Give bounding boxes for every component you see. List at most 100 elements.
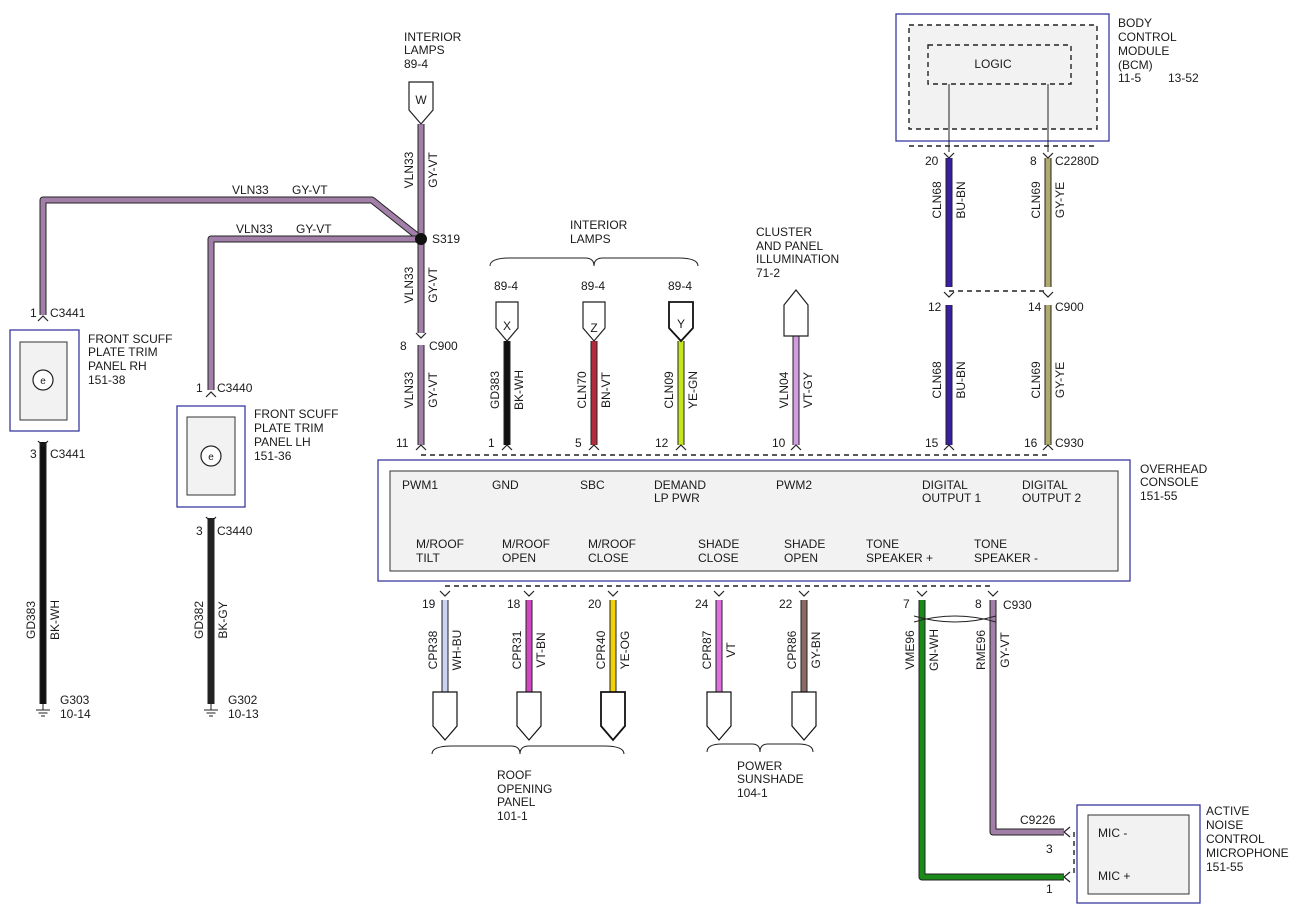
cluster-line2: AND PANEL	[756, 239, 823, 253]
cluster-line3: ILLUMINATION	[756, 252, 839, 266]
front-scuff-lh: e FRONT SCUFF PLATE TRIM PANEL LH 151-36…	[176, 381, 338, 538]
pin-15-arrow	[943, 444, 955, 451]
console-top-pin-4: 10	[772, 436, 786, 450]
bcm-inner-dashed	[908, 24, 1098, 130]
lamp-connector-z	[582, 301, 606, 342]
scuff-rh-line3: PANEL RH	[88, 359, 147, 373]
lamp-letter-x: X	[503, 319, 511, 333]
pin-14-right: 14	[1028, 300, 1042, 314]
scuff-rh-pin-bottom: 3	[30, 447, 37, 461]
c900-right-arrow-2	[1042, 291, 1054, 298]
wire-cln68-top-color: BU-BN	[954, 181, 968, 218]
connector-c930-bottom: C930	[1003, 598, 1032, 612]
wire-h1-color: GY-VT	[292, 183, 328, 197]
wire-h1-circuit: VLN33	[232, 183, 269, 197]
wire-rme96-circuit: RME96	[974, 630, 988, 670]
overhead-ref: 151-55	[1140, 489, 1178, 503]
console-bottom-pin-5: 7	[903, 597, 910, 611]
scuff-rh-lamp-icon	[32, 369, 54, 391]
scuff-rh-line1: FRONT SCUFF	[88, 332, 172, 346]
console-bottom-label-5-a: TONE	[866, 537, 899, 551]
bcm-line4: (BCM)	[1118, 58, 1153, 72]
connector-c900-right: C900	[1055, 300, 1084, 314]
wire-h2-circuit: VLN33	[236, 222, 273, 236]
console-bottom-pin-1: 18	[507, 597, 521, 611]
scuff-lh-top-arrow	[205, 391, 217, 398]
ground-g303: G303 10-14	[35, 693, 91, 721]
wire-cln69-low-color: GY-YE	[1053, 362, 1067, 398]
interior-lamps-top-line2: LAMPS	[404, 43, 445, 57]
anc-mic-plus: MIC +	[1098, 869, 1130, 883]
wire-cln69-low-circuit: CLN69	[1029, 361, 1043, 399]
anc-minus-arrow	[1063, 826, 1071, 838]
wire-vln33-mid-color: GY-VT	[426, 267, 440, 303]
bcm-ref2: 13-52	[1168, 71, 1199, 85]
sunshade-brace	[706, 743, 814, 753]
bcm-line3: MODULE	[1118, 44, 1169, 58]
scuff-rh-conn-bottom: C3441	[50, 447, 86, 461]
pin-8-bottom-arrow	[987, 590, 999, 597]
wire-vln33-top-color: GY-VT	[426, 152, 440, 188]
console-top-label-4-a: PWM2	[776, 478, 812, 492]
console-top-pin-6: 16	[1024, 436, 1038, 450]
scuff-lh-conn-bottom: C3440	[217, 524, 253, 538]
anc-line3: CONTROL	[1206, 832, 1265, 846]
anc-line2: NOISE	[1206, 818, 1243, 832]
console-bottom-label-2-b: CLOSE	[588, 551, 629, 565]
anc-line4: MICROPHONE	[1206, 846, 1289, 860]
bcm-ref1: 11-5	[1118, 71, 1141, 85]
anc-plus-arrow	[1063, 871, 1071, 883]
scuff-lh-outline	[176, 405, 246, 508]
bcm-logic-box	[927, 44, 1072, 85]
wire-gd383-left-circuit: GD383	[24, 601, 38, 639]
sunshade-ref: 104-1	[737, 786, 768, 800]
wire-cpr31-circuit: CPR31	[510, 630, 524, 669]
console-bottom-label-4-b: OPEN	[784, 551, 818, 565]
scuff-lh-line2: PLATE TRIM	[254, 421, 324, 435]
pin-16-arrow	[1042, 444, 1054, 451]
scuff-lh-lamp-icon	[200, 445, 222, 467]
console-bottom-label-0-a: M/ROOF	[416, 537, 464, 551]
scuff-lh-bottom-arrow	[205, 516, 217, 523]
c900-right-arrow-1	[943, 291, 955, 298]
twisted-pair-mark-2	[913, 615, 997, 623]
wire-cln69-top-color: GY-YE	[1053, 182, 1067, 218]
pin-12-right: 12	[928, 300, 942, 314]
wire-gd383-mid-color: BK-WH	[512, 370, 526, 410]
wire-cpr38-circuit: CPR38	[426, 630, 440, 669]
connector-c2280d: C2280D	[1055, 154, 1099, 168]
connector-c930-top: C930	[1055, 436, 1084, 450]
roof-line2: OPENING	[497, 782, 552, 796]
wire-vln33-top-circuit: VLN33	[402, 151, 416, 188]
lamp-connector-x	[495, 301, 519, 342]
wire-cpr87-circuit: CPR87	[700, 630, 714, 669]
splice-label: S319	[432, 232, 460, 246]
ground-g303-name: G303	[60, 693, 90, 707]
console-bottom-pin-4: 22	[779, 597, 793, 611]
interior-lamps-mid-line1: INTERIOR	[570, 218, 628, 232]
console-bottom-label-3-b: CLOSE	[698, 551, 739, 565]
wire-vme96	[918, 600, 1064, 881]
wire-vln33-low-color: GY-VT	[426, 372, 440, 408]
overhead-line2: CONSOLE	[1140, 475, 1199, 489]
front-scuff-rh: e FRONT SCUFF PLATE TRIM PANEL RH 151-38…	[9, 306, 172, 461]
wire-gd382-color: BK-GY	[216, 601, 230, 638]
console-bottom-pin-3: 24	[695, 597, 709, 611]
console-bottom-label-5-b: SPEAKER +	[866, 551, 933, 565]
console-top-pin-0: 11	[396, 436, 409, 450]
scuff-lh-line1: FRONT SCUFF	[254, 407, 338, 421]
anc-outline	[1076, 804, 1201, 904]
console-top-label-0-a: PWM1	[402, 478, 438, 492]
scuff-lh-conn-top: C3440	[217, 381, 253, 395]
console-bottom-label-3-a: SHADE	[698, 537, 739, 551]
wire-vln04-color: VT-GY	[801, 372, 815, 408]
console-top-pin-3: 12	[655, 436, 669, 450]
interior-lamps-top-ref: 89-4	[404, 57, 428, 71]
wire-cpr86-color: GY-BN	[809, 632, 823, 669]
wire-cpr40-arrow	[607, 590, 619, 597]
pin-11-arrow	[415, 444, 427, 451]
bcm-outline	[895, 13, 1110, 142]
